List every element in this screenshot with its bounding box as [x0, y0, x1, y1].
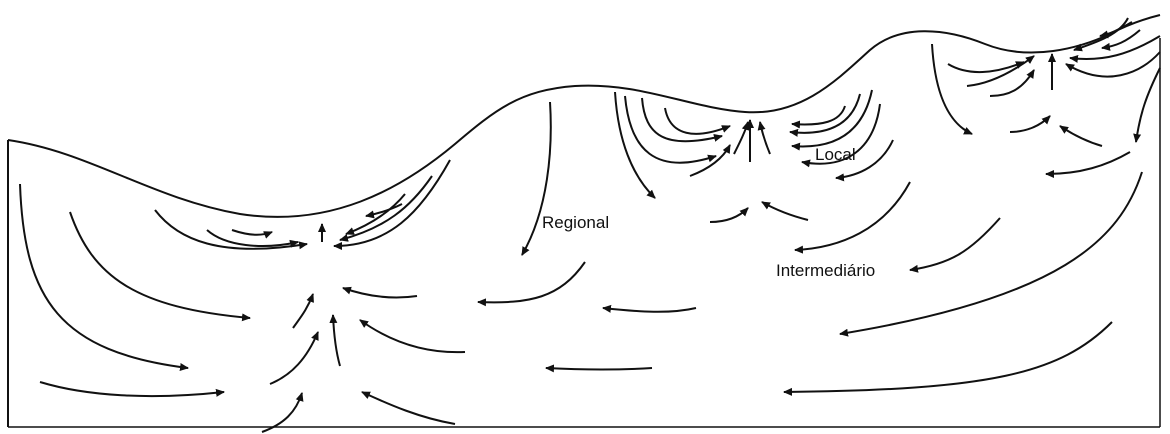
- regional-flow: [478, 92, 808, 370]
- flow-label-local: Local: [815, 146, 856, 163]
- intermediate-right-arrow-2: [910, 218, 1000, 270]
- local-flow-center: [625, 90, 1142, 392]
- right-middle-arrow: [1046, 152, 1130, 174]
- center-left-up-arrow-3: [333, 315, 340, 366]
- local-center-left-flow-2: [642, 98, 722, 141]
- left-basal-arrow: [40, 382, 224, 396]
- right-top-left-arrow-4: [932, 44, 972, 134]
- local-center-right-flow-1: [792, 106, 845, 124]
- intermediate-right-arrow-1: [795, 182, 910, 250]
- right-middle-small-arrow-2: [1060, 126, 1102, 146]
- left-local-outer-right-arrow: [334, 160, 450, 246]
- left-local-middle-left-arrow: [207, 230, 298, 246]
- left-intermediate-lower-arrow: [20, 184, 188, 368]
- right-middle-small-arrow-1: [1010, 116, 1050, 132]
- right-top-left-arrow-2: [967, 56, 1034, 86]
- flow-label-regional: Regional: [542, 214, 609, 231]
- center-left-up-arrow-2: [270, 332, 318, 384]
- intermediate-right-arrow-4: [784, 322, 1112, 392]
- center-small-discharge-arrow-left: [710, 208, 748, 222]
- local-center-left-flow-1: [665, 108, 730, 134]
- center-bottom-up-arrow: [262, 393, 302, 432]
- right-top-right-arrow-6: [1136, 68, 1160, 142]
- regional-descending-arrow-1: [522, 102, 551, 255]
- local-center-upwelling-right-arrow: [760, 122, 770, 154]
- regional-left-arrow-2: [603, 308, 696, 312]
- local-flow-right: [932, 18, 1160, 174]
- regional-left-arrow-1: [478, 262, 585, 302]
- intermediate-right-arrow-3: [840, 172, 1142, 334]
- regional-descending-arrow-2: [615, 92, 655, 198]
- center-right-in-arrow-3: [362, 392, 455, 424]
- center-right-in-arrow-1: [343, 288, 417, 298]
- flow-label-intermediate: Intermediário: [776, 262, 875, 279]
- terrain-surface: [8, 15, 1160, 217]
- local-center-upwelling-left-arrow: [734, 122, 748, 154]
- right-top-right-arrow-5: [1102, 30, 1140, 48]
- left-local-inner-left-arrow: [232, 230, 272, 235]
- left-basin-flow: [20, 160, 465, 432]
- regional-left-arrow-3: [546, 368, 652, 370]
- right-top-right-arrow-4: [1100, 22, 1132, 36]
- center-small-discharge-arrow-right: [762, 202, 808, 220]
- left-intermediate-upper-arrow: [70, 212, 250, 318]
- local-center-right-flow-2: [790, 94, 860, 133]
- local-center-right-flow-3: [792, 90, 872, 146]
- right-top-left-arrow-1: [990, 70, 1034, 96]
- center-right-in-arrow-2: [360, 320, 465, 352]
- center-left-up-arrow-1: [293, 294, 313, 328]
